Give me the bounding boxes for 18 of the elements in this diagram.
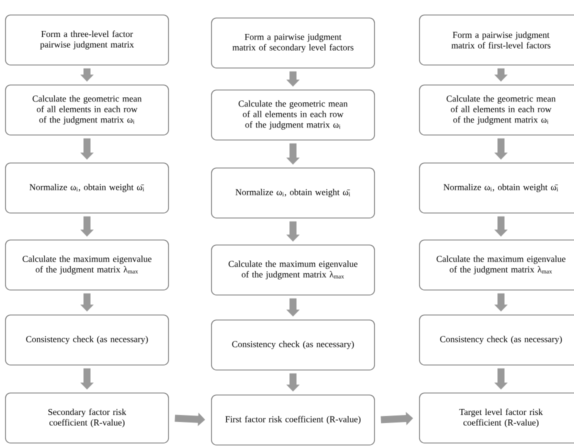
process-box: Calculate the maximum eigenvalue of the judgment matrix λ$_{max}$ <box>5 240 169 290</box>
process-box: Normalize ω$_{i}$, obtain weight ω̄$_{i}$ <box>5 162 169 214</box>
process-box: Consistency check (as necessary) <box>211 320 375 370</box>
process-box: Form a pairwise judgment matrix of secondary level factors <box>211 18 375 68</box>
process-box: First factor risk coefficient (R-value) <box>211 394 375 446</box>
process-box: Consistency check (as necessary) <box>419 314 574 366</box>
process-box: Consistency check (as necessary) <box>5 314 169 366</box>
process-box: Target level factor risk coefficient (R-value) <box>419 392 574 444</box>
process-box: Form a three-level factor pairwise judgment matrix <box>5 14 169 66</box>
process-box: Calculate the geometric mean of all elements in each row of the judgment matrix ω$_{i}$ <box>5 84 169 136</box>
process-box: Form a pairwise judgment matrix of first-level factors <box>419 14 574 66</box>
process-box: Calculate the geometric mean of all elements in each row of the judgment matrix ω$_{i}$ <box>211 90 375 140</box>
process-box: Calculate the maximum eigenvalue of the judgment matrix λ$_{max}$ <box>211 244 375 296</box>
process-box: Normalize ω$_{i}$, obtain weight ω̄$_{i}$ <box>419 162 574 214</box>
process-box: Normalize ω$_{i}$, obtain weight ω̄$_{i}$ <box>211 168 375 218</box>
process-box: Secondary factor risk coefficient (R-value) <box>5 392 169 444</box>
process-box: Calculate the geometric mean of all elements in each row of the judgment matrix ω$_{i}$ <box>419 84 574 136</box>
process-box: Calculate the maximum eigenvalue of the judgment matrix λ$_{max}$ <box>419 240 574 290</box>
